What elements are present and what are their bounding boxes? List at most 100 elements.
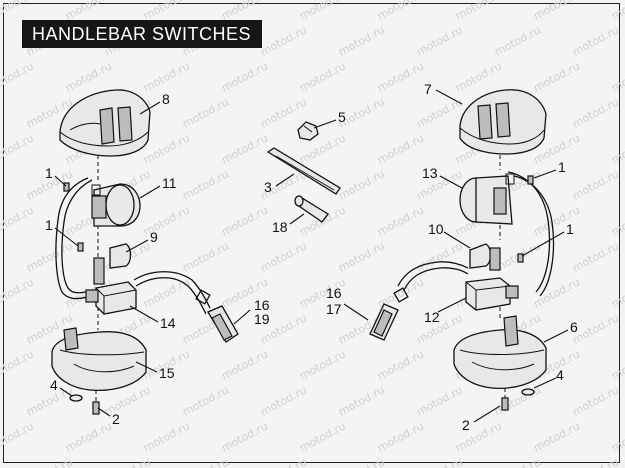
watermark-text: motod.ru [609,203,625,238]
watermark-text: motod.ru [102,455,153,468]
callout-1-left-b: 1 [45,217,53,233]
watermark-text: motod.ru [219,131,270,166]
watermark-text: motod.ru [24,239,75,274]
callout-11: 11 [162,175,177,191]
watermark-text: motod.ru [336,239,387,274]
part-2-screw-right [501,397,509,411]
part-7-upper-housing [459,89,547,155]
part-9-switch [93,243,132,285]
callout-9: 9 [150,229,158,245]
callout-3: 3 [264,179,272,195]
leader-lines [54,89,569,423]
watermark-text: motod.ru [258,383,309,418]
watermark-text: motod.ru [609,59,625,94]
callout-15: 15 [159,365,175,381]
part-6-lower-housing [453,315,547,390]
part-1-screw-left-b [77,242,84,252]
watermark-text: motod.ru [63,419,114,454]
callout-12: 12 [424,309,440,325]
callout-1-left-a: 1 [45,165,53,181]
part-3-cable-strap [266,147,341,195]
watermark-text: motod.ru [297,0,348,23]
watermark-text: motod.ru [336,167,387,202]
watermark-text: motod.ru [180,167,231,202]
part-14-switch-block [85,281,137,315]
watermark-text: motod.ru [414,455,465,468]
watermark-text: motod.ru [375,203,426,238]
watermark-text: motod.ru [453,59,504,94]
watermark-text: motod.ru [570,23,621,58]
watermark-text: motod.ru [609,419,625,454]
callout-16-center: 16 [326,285,342,301]
watermark-text: motod.ru [258,95,309,130]
callout-19: 19 [254,311,270,327]
watermark-text: motod.ru [219,419,270,454]
callout-6: 6 [570,319,578,335]
watermark-text: motod.ru [375,0,426,23]
right-switch-assembly [453,89,555,411]
part-4-washer-right [521,388,535,396]
watermark-text: motod.ru [0,419,36,454]
part-10-switch [469,243,501,271]
connector-16-19 [195,289,239,343]
callout-10: 10 [428,221,444,237]
watermark-text: motod.ru [141,203,192,238]
watermark-text: motod.ru [570,167,621,202]
part-8-upper-housing [59,89,151,157]
watermark-text: motod.ru [414,95,465,130]
center-parts [266,121,469,341]
watermark-text: motod.ru [0,203,36,238]
watermark-text: motod.ru [531,275,582,310]
watermark-text: motod.ru [141,275,192,310]
watermark-text: motod.ru [570,239,621,274]
watermark-text: motod.ru [336,23,387,58]
watermark-text: motod.ru [570,455,621,468]
callout-1-right-a: 1 [558,159,566,175]
callout-13: 13 [422,165,438,181]
watermark-text: motod.ru [141,59,192,94]
part-18-sleeve [294,195,329,223]
part-12-switch-block [465,277,519,311]
watermark-text: motod.ru [63,59,114,94]
callout-16-left: 16 [254,297,270,313]
watermark-text: motod.ru [375,59,426,94]
watermark-text: motod.ru [24,455,75,468]
watermark-text: motod.ru [180,95,231,130]
watermark-text: motod.ru [609,0,625,23]
watermark-text: motod.ru [258,23,309,58]
part-1-screw-right-b [517,253,524,263]
watermark-text: motod.ru [0,275,36,310]
watermark-text: motod.ru [609,131,625,166]
watermark-text: motod.ru [0,131,36,166]
part-15-lower-housing [51,327,147,392]
part-11-switch-module [91,183,141,227]
connector-16-17 [369,287,409,341]
watermark-text: motod.ru [531,0,582,23]
watermark-text: motod.ru [609,347,625,382]
callout-labels: 8 1 11 1 9 14 15 4 2 5 3 18 16 19 16 17 … [45,81,578,433]
part-1-screw-right-a [527,175,534,185]
watermark-text: motod.ru [609,275,625,310]
watermark-text: motod.ru [414,23,465,58]
watermark-text: motod.ru [414,383,465,418]
watermark-text: motod.ru [531,419,582,454]
watermark-text: motod.ru [453,0,504,23]
watermark-text: motod.ru [219,203,270,238]
part-2-screw-left [92,401,100,415]
watermark-text: motod.ru [258,239,309,274]
watermark-text: motod.ru [414,311,465,346]
watermark-text: motod.ru [375,347,426,382]
watermark-text: motod.ru [336,455,387,468]
watermark-text: motod.ru [570,383,621,418]
watermark-text: motod.ru [258,455,309,468]
part-5-clip [297,121,319,141]
watermark-text: motod.ru [180,239,231,274]
watermark-text: motod.ru [180,383,231,418]
watermark-text: motod.ru [531,203,582,238]
watermark-text: motod.ru [453,419,504,454]
watermark-text: motod.ru [531,59,582,94]
callout-5: 5 [338,109,346,125]
watermark-text: motod.ru [492,23,543,58]
watermark-text: motod.ru [297,347,348,382]
